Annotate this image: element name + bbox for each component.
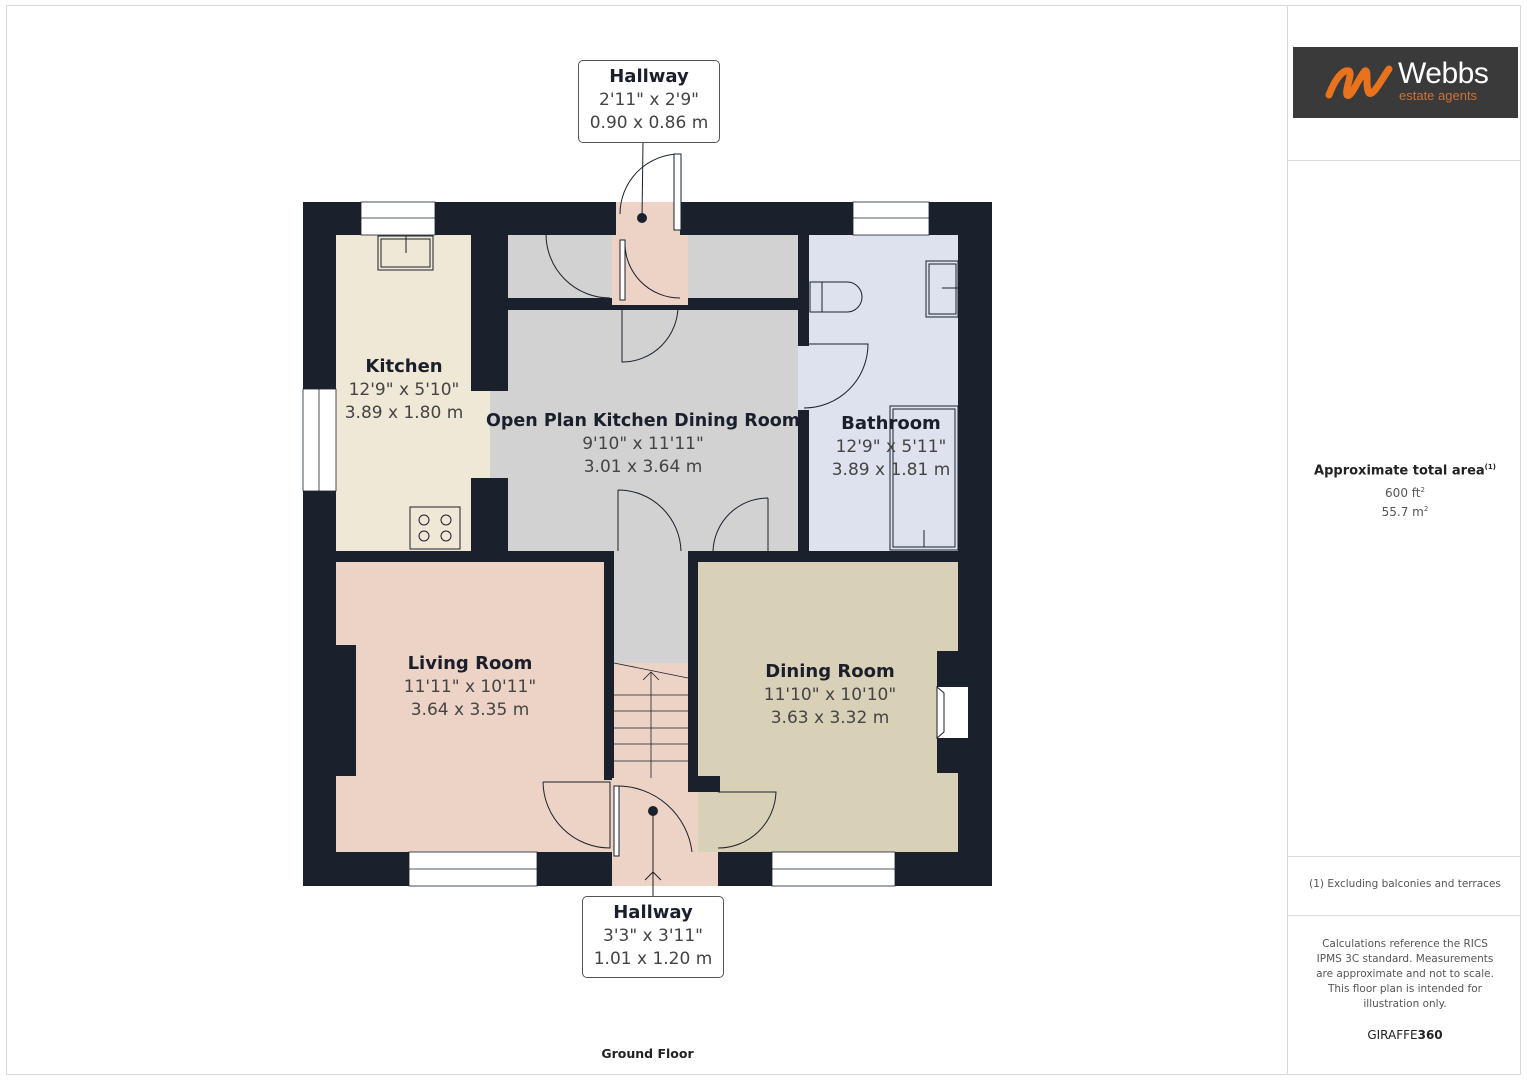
fireplace-hearth — [936, 685, 945, 740]
floor-plan — [302, 142, 992, 897]
unit-exponent: 2 — [1420, 486, 1425, 495]
bathroom-label: Bathroom 12'9" x 5'11" 3.89 x 1.81 m — [832, 412, 951, 482]
room-name: Open Plan Kitchen Dining Room — [485, 411, 801, 431]
footnote-ref: (1) — [1484, 463, 1496, 471]
dining-room-label: Dining Room 11'10" x 10'10" 3.63 x 3.32 … — [764, 660, 896, 730]
area-metric-text: 55.7 m — [1381, 505, 1424, 520]
giraffe360-brand: GIRAFFE360 — [1288, 1028, 1522, 1042]
room-metric: 3.01 x 3.64 m — [583, 457, 703, 477]
open-plan-lobby — [490, 391, 510, 478]
living-room-label: Living Room 11'11" x 10'11" 3.64 x 3.35 … — [404, 652, 536, 722]
entrance-markers — [637, 142, 662, 897]
room-name: Dining Room — [765, 661, 895, 682]
hob — [409, 506, 461, 550]
room-imperial: 2'11" x 2'9" — [599, 90, 699, 110]
room-metric: 1.01 x 1.20 m — [593, 949, 713, 969]
room-imperial: 12'9" x 5'11" — [835, 437, 947, 457]
logo-name: Webbs — [1398, 57, 1489, 90]
open-plan-floor — [508, 310, 798, 551]
area-title: Approximate total area(1) — [1288, 463, 1522, 478]
windows — [302, 201, 930, 887]
room-imperial: 11'11" x 10'11" — [403, 677, 537, 697]
floor-name: Ground Floor — [601, 1046, 694, 1061]
toilet — [809, 281, 863, 313]
room-metric: 0.90 x 0.86 m — [589, 113, 709, 133]
brand-suffix: 360 — [1417, 1028, 1443, 1042]
room-name: Hallway — [609, 66, 689, 87]
dining-corner-wall — [688, 776, 720, 792]
page-frame — [6, 5, 1521, 1075]
unit-exponent: 2 — [1423, 505, 1429, 514]
doors — [542, 153, 869, 857]
webbs-logo: Webbs estate agents — [1293, 47, 1518, 118]
area-imperial-text: 600 ft — [1385, 486, 1421, 501]
room-metric: 3.64 x 3.35 m — [410, 700, 530, 720]
hallway-bottom-label: Hallway 3'3" x 3'11" 1.01 x 1.20 m — [582, 896, 724, 978]
utility-right-floor — [688, 235, 798, 298]
divider — [1288, 160, 1521, 161]
footnote: (1) Excluding balconies and terraces — [1309, 878, 1501, 890]
corridor-floor — [614, 551, 688, 666]
hall-top-entry — [616, 202, 680, 235]
total-area: Approximate total area(1) 600 ft2 55.7 m… — [1288, 463, 1522, 519]
divider — [1288, 915, 1521, 916]
bathroom-basin — [925, 260, 959, 318]
room-name: Living Room — [407, 653, 533, 674]
disclaimer: Calculations reference the RICS IPMS 3C … — [1316, 938, 1494, 1010]
divider — [1288, 856, 1521, 857]
room-imperial: 9'10" x 11'11" — [582, 434, 704, 454]
dining-door-area — [718, 790, 778, 852]
kitchen-floor — [336, 235, 471, 551]
hallway-top-label: Hallway 2'11" x 2'9" 0.90 x 0.86 m — [578, 60, 720, 143]
area-metric: 55.7 m2 — [1288, 505, 1522, 519]
room-name: Hallway — [613, 902, 693, 923]
area-imperial: 600 ft2 — [1288, 486, 1522, 500]
room-name: Bathroom — [841, 413, 941, 434]
room-metric: 3.89 x 1.80 m — [344, 403, 464, 423]
room-metric: 3.63 x 3.32 m — [770, 708, 890, 728]
area-title-text: Approximate total area — [1314, 463, 1485, 479]
bathroom-door-gap — [798, 346, 812, 410]
info-sidebar: Webbs estate agents Approximate total ar… — [1287, 5, 1521, 1075]
room-metric: 3.89 x 1.81 m — [831, 460, 951, 480]
webbs-w-icon — [1325, 65, 1393, 99]
fireplace — [937, 687, 968, 738]
staircase — [613, 662, 689, 778]
room-imperial: 3'3" x 3'11" — [603, 926, 703, 946]
fixtures — [377, 235, 959, 551]
bathtub — [889, 405, 959, 551]
logo-tagline: estate agents — [1399, 88, 1478, 103]
open-plan-label: Open Plan Kitchen Dining Room 9'10" x 11… — [486, 409, 800, 479]
living-door-area — [544, 780, 614, 852]
corridor-top — [614, 545, 686, 555]
room-name: Kitchen — [365, 356, 443, 377]
kitchen-label: Kitchen 12'9" x 5'10" 3.89 x 1.80 m — [345, 355, 464, 425]
brand-prefix: GIRAFFE — [1367, 1028, 1418, 1042]
room-imperial: 12'9" x 5'10" — [348, 380, 460, 400]
room-imperial: 11'10" x 10'10" — [763, 685, 897, 705]
utility-left-floor — [508, 235, 612, 298]
living-chimney — [336, 645, 356, 776]
bathroom-floor — [809, 235, 958, 551]
